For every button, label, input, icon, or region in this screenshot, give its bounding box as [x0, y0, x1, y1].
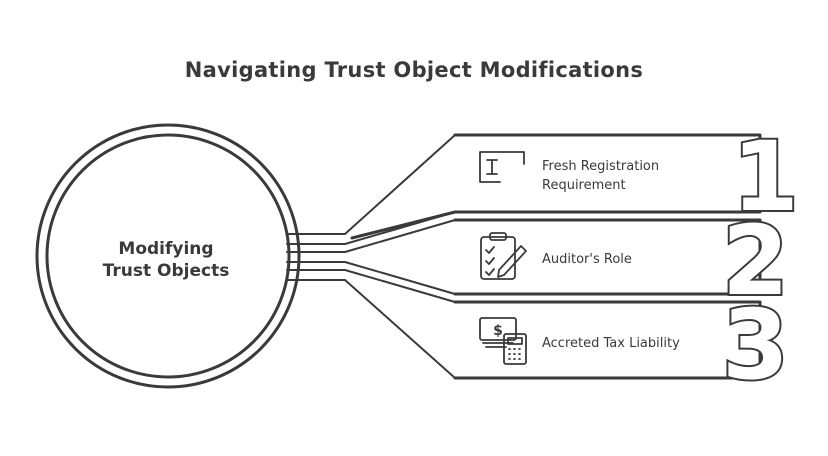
branch-1-label-line2: Requirement	[542, 178, 626, 193]
text-cursor-box-icon	[479, 151, 525, 183]
diagram-title: Navigating Trust Object Modifications	[185, 58, 643, 82]
hub-label-line2: Trust Objects	[103, 261, 230, 281]
branch-1: 1 Fresh Registration Requirement	[350, 119, 801, 240]
branch-2-number: 2	[722, 205, 789, 317]
svg-text:$: $	[493, 323, 503, 339]
branch-2: 2 Auditor's Role	[453, 203, 791, 319]
branch-2-label: Auditor's Role	[542, 252, 632, 267]
clipboard-pen-icon	[480, 232, 527, 280]
branch-1-number: 1	[732, 121, 799, 233]
connectors	[286, 134, 456, 379]
branch-3-number: 3	[722, 289, 789, 401]
branch-1-label-line1: Fresh Registration	[542, 159, 659, 174]
hub-label-line1: Modifying	[118, 239, 213, 259]
branch-3-label: Accreted Tax Liability	[542, 336, 680, 351]
hub-circle	[35, 123, 301, 389]
money-calculator-icon: $	[479, 317, 527, 365]
branch-3: 3 $ Accreted Tax Liability	[453, 287, 791, 403]
